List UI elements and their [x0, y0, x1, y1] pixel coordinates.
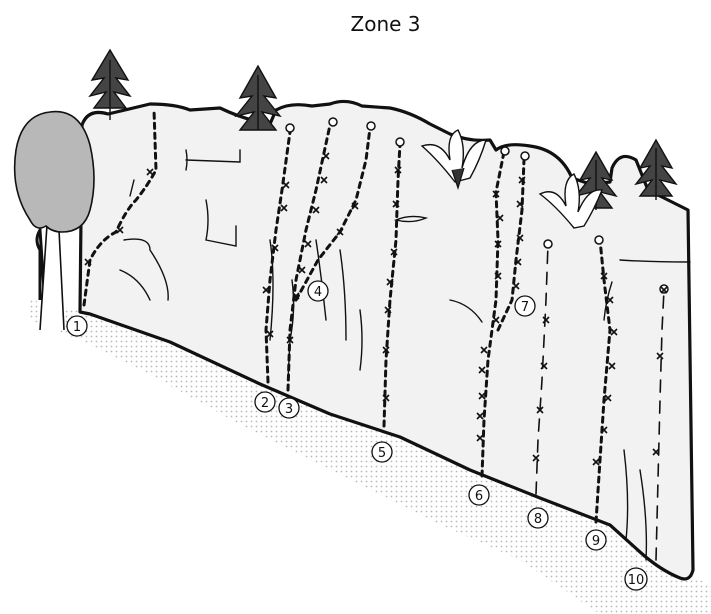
route-marker-5[interactable]: 5 [372, 442, 392, 462]
svg-text:7: 7 [521, 300, 529, 315]
route-marker-8[interactable]: 8 [528, 508, 548, 528]
svg-text:10: 10 [628, 573, 645, 588]
route-marker-4[interactable]: 4 [308, 281, 328, 301]
route-marker-6[interactable]: 6 [469, 485, 489, 505]
route-marker-10[interactable]: 10 [625, 568, 647, 590]
svg-text:3: 3 [285, 402, 293, 417]
route-marker-7[interactable]: 7 [515, 296, 535, 316]
svg-text:9: 9 [592, 534, 600, 549]
route-marker-3[interactable]: 3 [279, 398, 299, 418]
svg-text:1: 1 [73, 320, 81, 335]
route-marker-9[interactable]: 9 [586, 530, 606, 550]
svg-text:4: 4 [314, 285, 322, 300]
svg-text:8: 8 [534, 512, 542, 527]
route-marker-1[interactable]: 1 [67, 316, 87, 336]
svg-text:2: 2 [261, 396, 269, 411]
svg-text:5: 5 [378, 446, 386, 461]
svg-text:6: 6 [475, 489, 483, 504]
route-marker-2[interactable]: 2 [255, 392, 275, 412]
